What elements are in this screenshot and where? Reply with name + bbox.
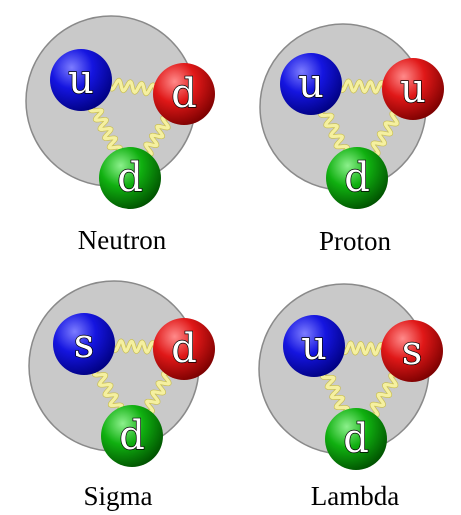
particle-neutron: u d d Neutron [25,15,215,255]
quark-label: d [343,416,369,462]
particle-lambda: u s d Lambda [258,283,443,511]
quark-red: d [153,63,215,125]
gluon-top [341,341,385,356]
gluon-left [92,368,124,412]
quark-green: d [325,408,387,470]
gluon-right [371,111,399,156]
quark-blue: s [53,313,115,375]
particle-label: Proton [319,226,392,256]
quark-label: d [344,155,370,201]
quark-label: d [119,413,145,459]
quark-label: u [301,323,327,369]
particle-sigma: s d d Sigma [28,280,215,511]
quark-red: d [153,318,215,380]
quark-blue: u [280,53,342,115]
quark-label: s [74,321,95,367]
quark-label: u [68,57,94,103]
particle-label: Sigma [83,481,152,511]
particle-label: Lambda [311,481,399,511]
quark-red: s [381,320,443,382]
gluon-top [111,339,157,354]
gluon-right [144,115,170,157]
gluon-top [108,78,157,96]
quark-green: d [101,405,163,467]
quark-blue: u [283,315,345,377]
quark-label: d [171,326,197,372]
quark-red: u [382,58,444,120]
quark-blue: u [50,49,112,111]
gluon-right [145,371,171,414]
gluon-left [318,108,350,154]
quark-label: d [171,71,197,117]
gluon-top [338,79,386,94]
quark-label: d [117,155,143,201]
quark-label: s [402,328,423,374]
quark-green: d [99,147,161,209]
quark-label: u [298,61,324,107]
particle-proton: u u d Proton [259,23,444,256]
quark-green: d [326,147,388,209]
particle-label: Neutron [78,225,167,255]
gluon-right [370,373,398,417]
quark-label: u [400,66,426,112]
gluon-left [320,371,350,414]
gluon-left [89,104,122,154]
